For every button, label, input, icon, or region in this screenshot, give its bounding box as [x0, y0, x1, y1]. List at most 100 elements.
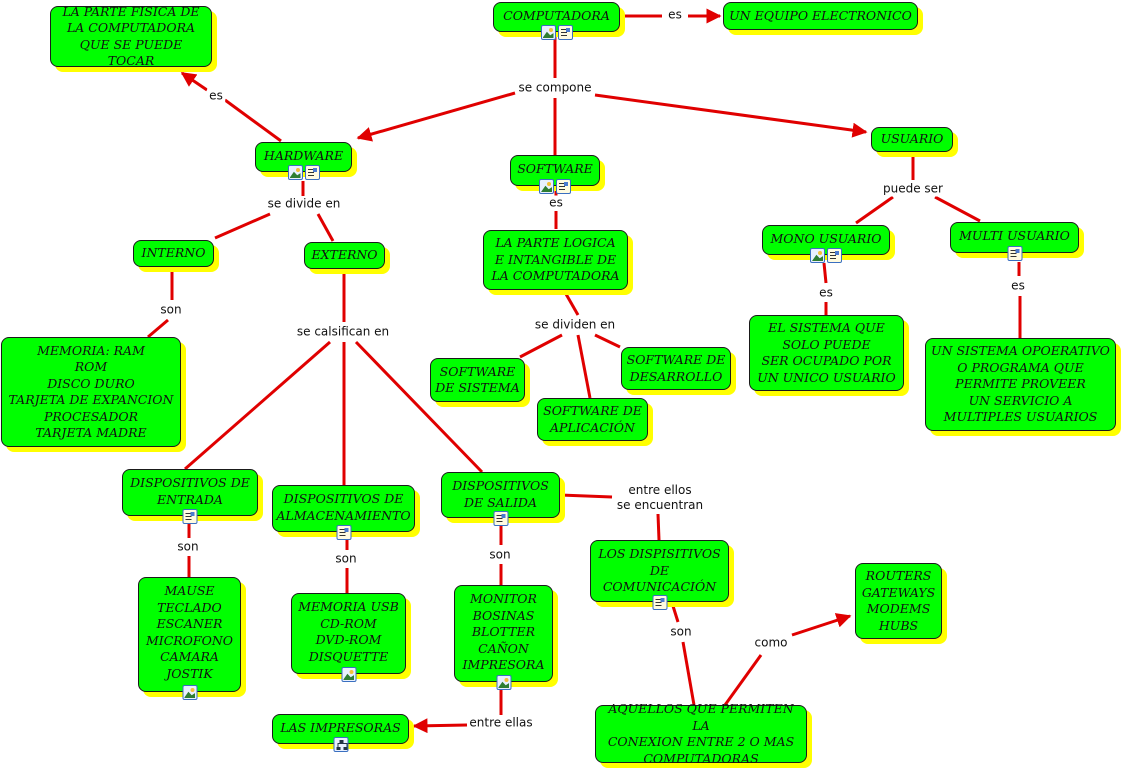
line-connector [576, 334, 592, 399]
concept-label: MONITOR BOSINAS BLOTTER CAÑON IMPRESORA [462, 591, 545, 672]
concept-hardware[interactable]: HARDWARE [255, 142, 352, 180]
linking-phrase-es3[interactable]: es [547, 195, 565, 211]
concept-sw-aplicacion[interactable]: SOFTWARE DE APLICACIÓN [537, 398, 648, 441]
linking-phrase-se-divide[interactable]: se divide en [265, 196, 343, 212]
document-icon[interactable] [557, 25, 573, 40]
concept-multi[interactable]: MULTI USUARIO [950, 222, 1079, 261]
concept-label: MEMORIA: RAM ROM DISCO DURO TARJETA DE E… [8, 342, 174, 441]
concept-almac-list[interactable]: MEMORIA USB CD-ROM DVD-ROM DISQUETTE [291, 593, 406, 682]
linking-phrase-entre-ellos[interactable]: entre ellos se encuentran [614, 483, 706, 513]
concept-salida-list[interactable]: MONITOR BOSINAS BLOTTER CAÑON IMPRESORA [454, 585, 553, 690]
concept-usuario[interactable]: USUARIO [871, 127, 953, 152]
document-icon[interactable] [304, 165, 320, 180]
image-icon[interactable] [287, 165, 303, 180]
arrow-connector [412, 718, 468, 734]
document-icon[interactable] [652, 595, 667, 610]
line-connector [316, 213, 335, 242]
image-icon[interactable] [182, 685, 197, 700]
image-icon[interactable] [496, 675, 511, 690]
linking-phrase-son1[interactable]: son [158, 302, 184, 318]
linking-phrase-se-calsifican[interactable]: se calsifican en [294, 324, 392, 340]
linking-phrase-puede-ser[interactable]: puede ser [881, 181, 945, 197]
concept-label: MULTI USUARIO [959, 228, 1070, 243]
concept-label: MONO USUARIO [770, 231, 882, 246]
concept-memoria[interactable]: MEMORIA: RAM ROM DISCO DURO TARJETA DE E… [1, 337, 181, 447]
document-icon[interactable] [182, 509, 198, 524]
concept-label: SOFTWARE DE APLICACIÓN [543, 403, 642, 435]
concept-almacenamiento[interactable]: DISPOSITIVOS DE ALMACENAMIENTO [272, 485, 415, 540]
concept-label: MEMORIA USB CD-ROM DVD-ROM DISQUETTE [298, 599, 399, 664]
concept-aquellos[interactable]: AQUELLOS QUE PERMITEN LA CONEXION ENTRE … [595, 701, 807, 766]
concept-comunicacion[interactable]: LOS DISPISITIVOS DE COMUNICACIÓN [590, 540, 729, 610]
concept-label: SOFTWARE DE DESARROLLO [626, 352, 726, 384]
linking-phrase-son5[interactable]: son [668, 624, 694, 640]
concept-sw-desarrollo[interactable]: SOFTWARE DE DESARROLLO [621, 347, 731, 390]
linking-phrase-como[interactable]: como [752, 635, 790, 651]
concept-label: SOFTWARE DE SISTEMA [435, 363, 520, 396]
linking-phrase-es1[interactable]: es [666, 7, 684, 23]
linking-phrase-entre-ellas[interactable]: entre ellas [467, 715, 535, 731]
concept-entrada-list[interactable]: MAUSE TECLADO ESCANER MICROFONO CAMARA J… [138, 577, 241, 700]
concept-label: EL SISTEMA QUE SOLO PUEDE SER OCUPADO PO… [757, 320, 896, 385]
document-icon[interactable] [556, 179, 571, 194]
resource-icons [810, 248, 842, 263]
concept-label: ROUTERS GATEWAYS MODEMS HUBS [861, 568, 936, 633]
resource-icons [540, 25, 573, 40]
line-connector [671, 605, 680, 623]
document-icon[interactable] [827, 248, 842, 263]
concept-impresoras[interactable]: LAS IMPRESORAS [272, 714, 409, 752]
resource-icons [182, 509, 198, 524]
concept-salida[interactable]: DISPOSITIVOS DE SALIDA [441, 472, 560, 526]
concept-sw-sistema[interactable]: SOFTWARE DE SISTEMA [430, 358, 525, 402]
concept-interno[interactable]: INTERNO [133, 240, 214, 267]
document-icon[interactable] [336, 525, 351, 540]
image-icon[interactable] [540, 25, 556, 40]
resource-icons [652, 595, 667, 610]
line-connector [184, 340, 331, 471]
concept-label: MAUSE TECLADO ESCANER MICROFONO CAMARA J… [145, 583, 234, 681]
linking-phrase-son2[interactable]: son [175, 539, 201, 555]
image-icon[interactable] [539, 179, 554, 194]
concept-label: SOFTWARE [517, 161, 593, 176]
line-connector [934, 195, 981, 223]
concept-mono-def[interactable]: EL SISTEMA QUE SOLO PUEDE SER OCUPADO PO… [749, 315, 904, 391]
image-icon[interactable] [341, 667, 356, 682]
concept-label: LAS IMPRESORAS [280, 720, 401, 735]
linking-phrase-es5[interactable]: es [1009, 278, 1027, 294]
linking-phrase-es2[interactable]: es [207, 88, 225, 104]
line-connector [822, 262, 828, 284]
concept-software[interactable]: SOFTWARE [510, 155, 600, 194]
concept-label: UN SISTEMA OPOERATIVO O PROGRAMA QUE PER… [931, 343, 1110, 425]
linking-phrase-son3[interactable]: son [333, 551, 359, 567]
resource-icons [493, 511, 508, 526]
concept-label: EXTERNO [311, 247, 378, 263]
concept-entrada[interactable]: DISPOSITIVOS DE ENTRADA [122, 469, 258, 524]
line-connector [656, 513, 661, 541]
line-connector [559, 493, 613, 499]
concept-logica[interactable]: LA PARTE LOGICA E INTANGIBLE DE LA COMPU… [483, 230, 628, 290]
concept-fisica[interactable]: LA PARTE FISICA DE LA COMPUTADORA QUE SE… [50, 4, 212, 68]
resource-icons [336, 525, 351, 540]
concept-multi-def[interactable]: UN SISTEMA OPOERATIVO O PROGRAMA QUE PER… [925, 338, 1116, 431]
image-icon[interactable] [810, 248, 825, 263]
concept-label: LA PARTE LOGICA E INTANGIBLE DE LA COMPU… [491, 235, 620, 284]
linking-phrase-son4[interactable]: son [487, 547, 513, 563]
concept-map-icon[interactable] [333, 737, 348, 752]
document-icon[interactable] [493, 511, 508, 526]
concept-externo[interactable]: EXTERNO [304, 242, 385, 269]
concept-equipo[interactable]: UN EQUIPO ELECTRONICO [723, 2, 918, 30]
document-icon[interactable] [1007, 246, 1022, 261]
linking-phrase-se-dividen[interactable]: se dividen en [532, 317, 618, 333]
line-connector [594, 333, 621, 349]
linking-phrase-se-compone[interactable]: se compone [516, 80, 594, 96]
concept-mono[interactable]: MONO USUARIO [762, 225, 890, 263]
concept-routers[interactable]: ROUTERS GATEWAYS MODEMS HUBS [855, 563, 942, 639]
concept-label: UN EQUIPO ELECTRONICO [729, 7, 912, 23]
linking-phrase-es4[interactable]: es [817, 285, 835, 301]
concept-label: HARDWARE [263, 148, 344, 163]
concept-label: AQUELLOS QUE PERMITEN LA CONEXION ENTRE … [607, 701, 795, 766]
concept-label: USUARIO [880, 131, 944, 147]
concept-label: COMPUTADORA [503, 8, 610, 23]
concept-computadora[interactable]: COMPUTADORA [493, 2, 620, 40]
